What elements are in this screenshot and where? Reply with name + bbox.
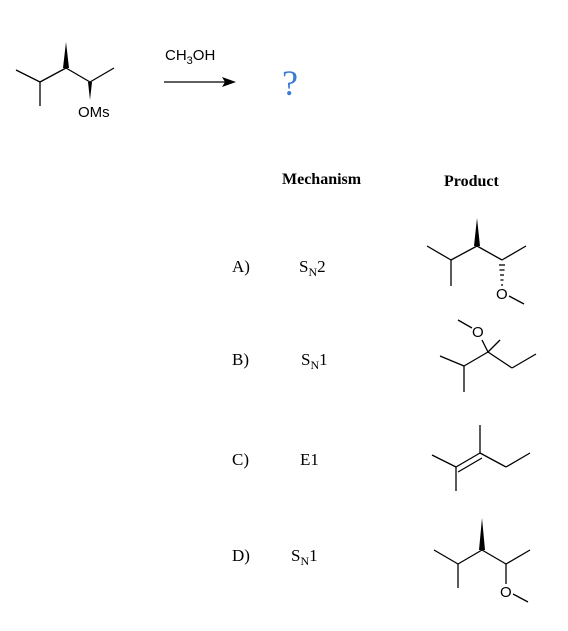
reactant-structure: OMs (15, 42, 115, 121)
option-b-product-label: O (472, 324, 484, 341)
option-c-product (431, 425, 531, 491)
option-a-mechanism: SN2 (299, 257, 326, 279)
option-d-product: O (433, 518, 531, 603)
option-b-product: O (439, 319, 537, 392)
option-a-letter[interactable]: A) (232, 257, 250, 276)
option-d-product-label: O (500, 584, 512, 601)
question-mark: ? (282, 63, 298, 103)
option-b-letter[interactable]: B) (232, 350, 249, 369)
option-c-letter[interactable]: C) (232, 450, 249, 469)
option-d-mechanism: SN1 (291, 546, 318, 568)
option-a-product: O (426, 218, 527, 305)
option-b-mechanism: SN1 (301, 350, 328, 372)
header-product: Product (444, 173, 499, 190)
option-d-letter[interactable]: D) (232, 546, 250, 565)
option-a-product-label: O (496, 286, 508, 303)
option-c-mechanism: E1 (300, 450, 319, 469)
header-mechanism: Mechanism (282, 171, 362, 188)
reactant-leaving-group-label: OMs (78, 104, 110, 121)
reaction-arrow (164, 77, 236, 87)
reagent-label: CH3OH (165, 47, 216, 67)
